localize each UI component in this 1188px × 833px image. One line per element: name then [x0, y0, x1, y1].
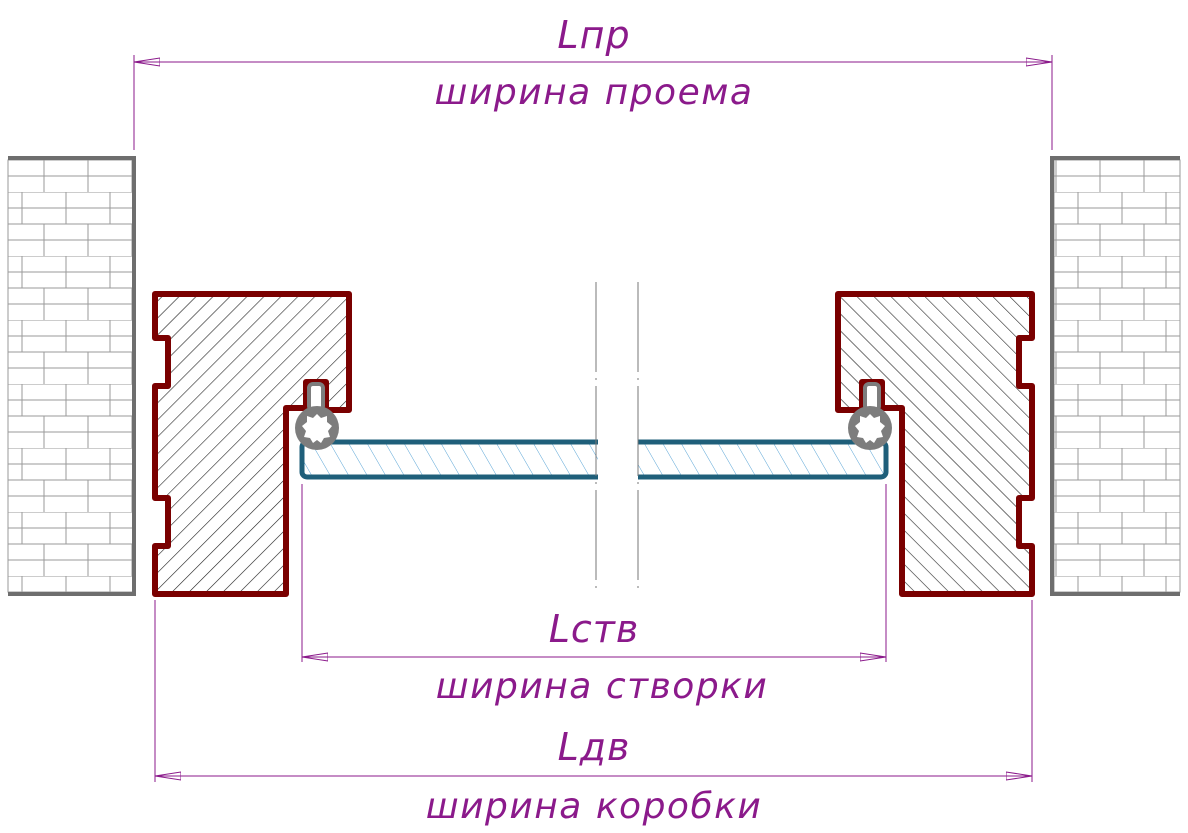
- break-gap: [598, 436, 638, 484]
- opening-width-label: Lпр: [557, 13, 630, 57]
- leaf-width-label: Lств: [549, 607, 640, 651]
- right-seal: [848, 382, 892, 450]
- opening-width-caption: ширина проема: [435, 72, 754, 113]
- opening-width-dimension: Lпр ширина проема: [133, 13, 1053, 150]
- frame-width-caption: ширина коробки: [426, 786, 763, 827]
- frame-width-label: Lдв: [558, 725, 631, 769]
- frame-width-dimension: Lдв ширина коробки: [154, 600, 1033, 827]
- left-seal: [295, 382, 339, 450]
- break-lines: [595, 282, 639, 592]
- right-wall: [1050, 156, 1181, 596]
- door-leaf: [299, 439, 889, 480]
- left-wall: [7, 156, 136, 596]
- leaf-width-dimension: Lств ширина створки: [301, 484, 887, 707]
- leaf-width-caption: ширина створки: [436, 666, 769, 707]
- right-frame-profile: [835, 291, 1035, 597]
